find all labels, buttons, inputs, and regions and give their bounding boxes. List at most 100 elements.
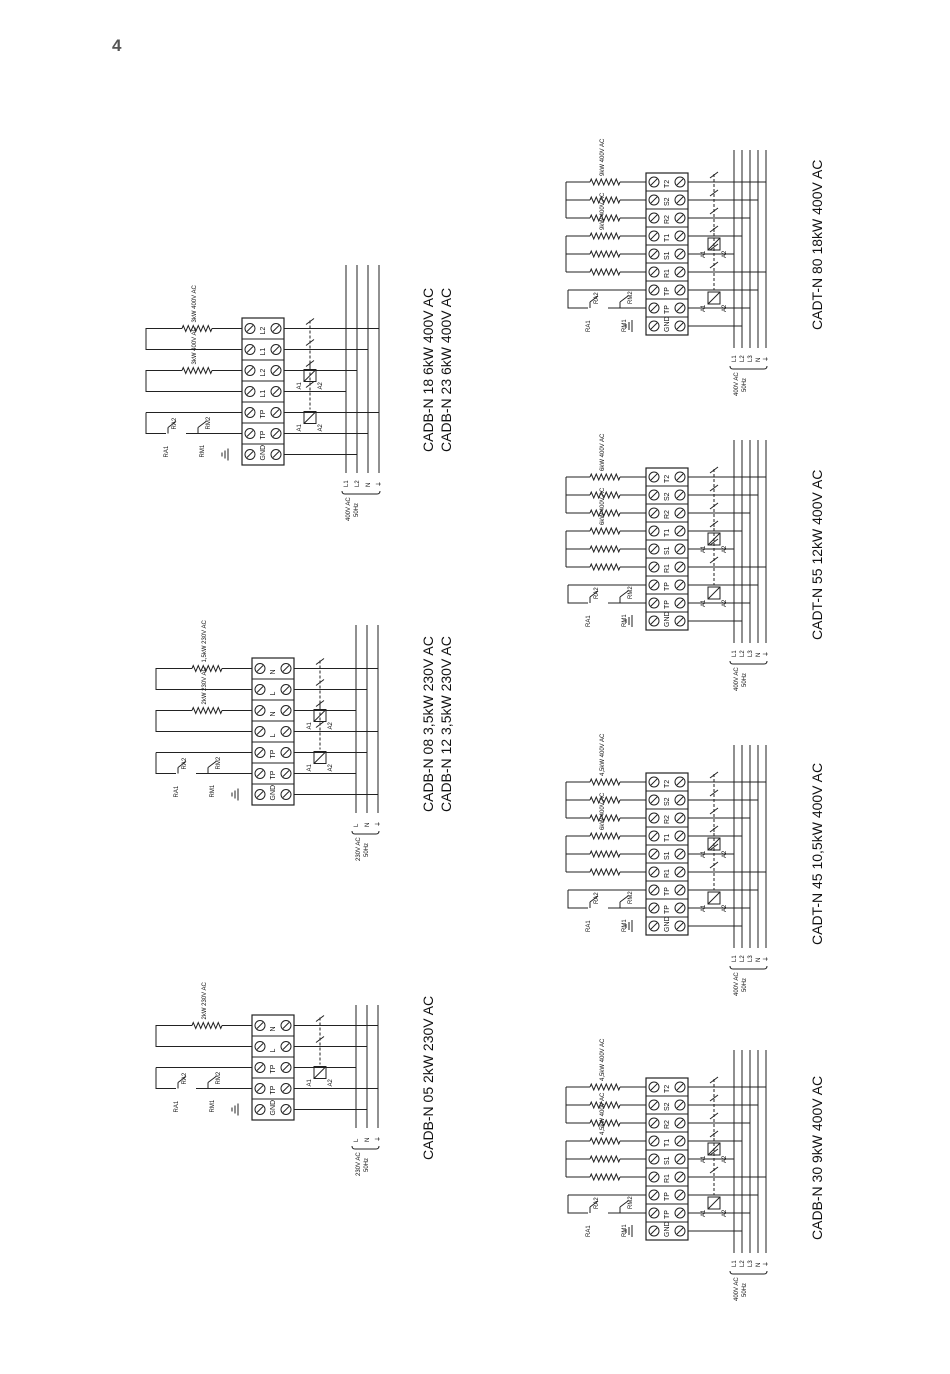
screw-slot (676, 1209, 684, 1217)
heater-resistor (191, 1021, 223, 1030)
screw-slot (650, 886, 658, 894)
screw-icon (648, 1153, 660, 1165)
screw-icon (648, 302, 660, 314)
screw-slot (676, 286, 684, 294)
relay-wire (155, 1067, 176, 1089)
terminal-label: TP (270, 749, 277, 758)
screw-slot (650, 196, 658, 204)
screw-slot (676, 1155, 684, 1163)
heater-rating-label: 4,5kW 400V AC (600, 733, 606, 776)
coil-label: A2 (722, 904, 728, 912)
supply-line-label: N (756, 958, 762, 962)
supply-line-label: L2 (740, 955, 746, 962)
screw-slot (256, 1064, 264, 1071)
screw-icon (674, 194, 686, 206)
screw-icon (254, 1020, 266, 1031)
relay-label: RA1 (586, 615, 592, 627)
screw-icon (280, 789, 292, 800)
screw-slot (676, 1227, 684, 1235)
terminal-label: S1 (664, 546, 671, 555)
screw-icon (648, 248, 660, 260)
screw-slot (676, 778, 684, 786)
caption-cadb-n-08-12: CADB-N 08 3,5kW 230V AC CADB-N 12 3,5kW … (419, 636, 455, 812)
screw-icon (674, 284, 686, 296)
relay-wire (567, 890, 588, 909)
contactor-coil-icon (313, 751, 327, 764)
screw-icon (244, 428, 256, 439)
supply-voltage-label: 400V AC (734, 667, 740, 691)
contactor-coil-icon (707, 291, 721, 305)
screw-icon (648, 543, 660, 555)
supply-frequency-label: 50Hz (742, 378, 748, 392)
contactor-coil-icon (707, 837, 721, 851)
screw-icon (244, 323, 256, 334)
terminal-label: L2 (260, 369, 267, 377)
screw-icon (254, 705, 266, 716)
relay-wire (567, 585, 588, 604)
coil-label: A1 (701, 250, 707, 258)
page-number: 4 (112, 36, 122, 55)
screw-slot (650, 850, 658, 858)
screw-slot (676, 796, 684, 804)
screw-slot (650, 232, 658, 240)
screw-slot (676, 509, 684, 517)
caption-cadt-n-55: CADT-N 55 12kW 400V AC (808, 470, 826, 640)
relay-label: RM2 (628, 1196, 634, 1209)
relay-wire (567, 1195, 588, 1214)
screw-icon (674, 302, 686, 314)
screw-slot (650, 178, 658, 186)
relay-label: RA1 (174, 785, 180, 797)
screw-icon (648, 1171, 660, 1183)
supply-line-label: L (354, 823, 360, 827)
heater-resistor (191, 706, 223, 715)
coil-label: A2 (318, 423, 324, 431)
terminal-label: S2 (664, 197, 671, 206)
screw-icon (254, 789, 266, 800)
supply-line-label: ⏚ (375, 821, 382, 827)
heater-rating-label: 2kW 230V AC (202, 666, 208, 704)
supply-brace (729, 365, 768, 370)
screw-icon (674, 920, 686, 932)
contactor-contact (709, 538, 719, 546)
screw-slot (676, 922, 684, 930)
terminal-label: TP (664, 887, 671, 896)
screw-slot (676, 886, 684, 894)
screw-slot (256, 770, 264, 777)
supply-brace (351, 1145, 380, 1150)
screw-icon (648, 212, 660, 224)
screw-slot (650, 832, 658, 840)
screw-slot (650, 1101, 658, 1109)
contactor-coil-icon (313, 1066, 327, 1079)
screw-slot (676, 850, 684, 858)
coil-label: A1 (701, 904, 707, 912)
relay-label: RA1 (586, 1225, 592, 1237)
screw-slot (282, 791, 290, 798)
screw-slot (650, 1191, 658, 1199)
relay-label: RM2 (206, 416, 212, 429)
supply-frequency-label: 50Hz (742, 673, 748, 687)
screw-icon (674, 320, 686, 332)
terminal-label: TP (270, 770, 277, 779)
supply-line-label: L2 (740, 355, 746, 362)
caption-line: CADB-N 18 6kW 400V AC (420, 287, 436, 452)
heater-rating-label: 2kW 230V AC (202, 981, 208, 1019)
screw-slot (676, 1119, 684, 1127)
screw-slot (676, 868, 684, 876)
supply-line-label: ⏚ (375, 1136, 382, 1142)
screw-icon (674, 1099, 686, 1111)
supply-brace (729, 965, 768, 970)
terminal-label: T1 (664, 1139, 671, 1147)
terminal-label: TP (664, 600, 671, 609)
screw-slot (256, 686, 264, 693)
terminal-label: GND (664, 611, 671, 627)
screw-slot (676, 1083, 684, 1091)
contactor-coil-icon (707, 237, 721, 251)
screw-slot (676, 1173, 684, 1181)
screw-slot (256, 665, 264, 672)
coil-label: A2 (328, 1078, 334, 1086)
screw-slot (650, 796, 658, 804)
terminal-label: R2 (664, 215, 671, 224)
supply-frequency-label: 50Hz (742, 1283, 748, 1297)
